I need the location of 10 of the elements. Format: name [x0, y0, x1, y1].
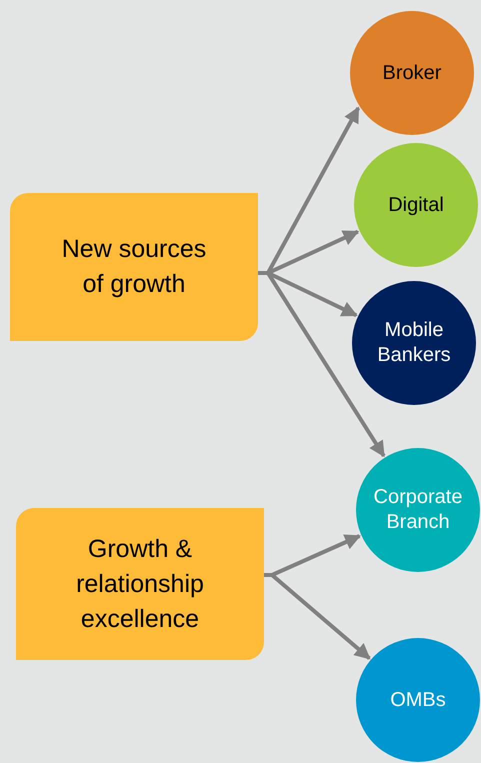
circle-label: Broker: [382, 60, 442, 86]
circle-label: Mobile Bankers: [376, 318, 452, 368]
box-label: New sources of growth: [60, 234, 208, 300]
arrow: [264, 573, 371, 660]
circle-label: OMBs: [389, 688, 447, 712]
circle-label: Corporate Branch: [372, 485, 464, 535]
circle-label: Digital: [387, 192, 445, 218]
box-label: Growth & relationship excellence: [75, 534, 205, 634]
goal-box: [10, 193, 258, 341]
goal-box: [16, 508, 264, 660]
